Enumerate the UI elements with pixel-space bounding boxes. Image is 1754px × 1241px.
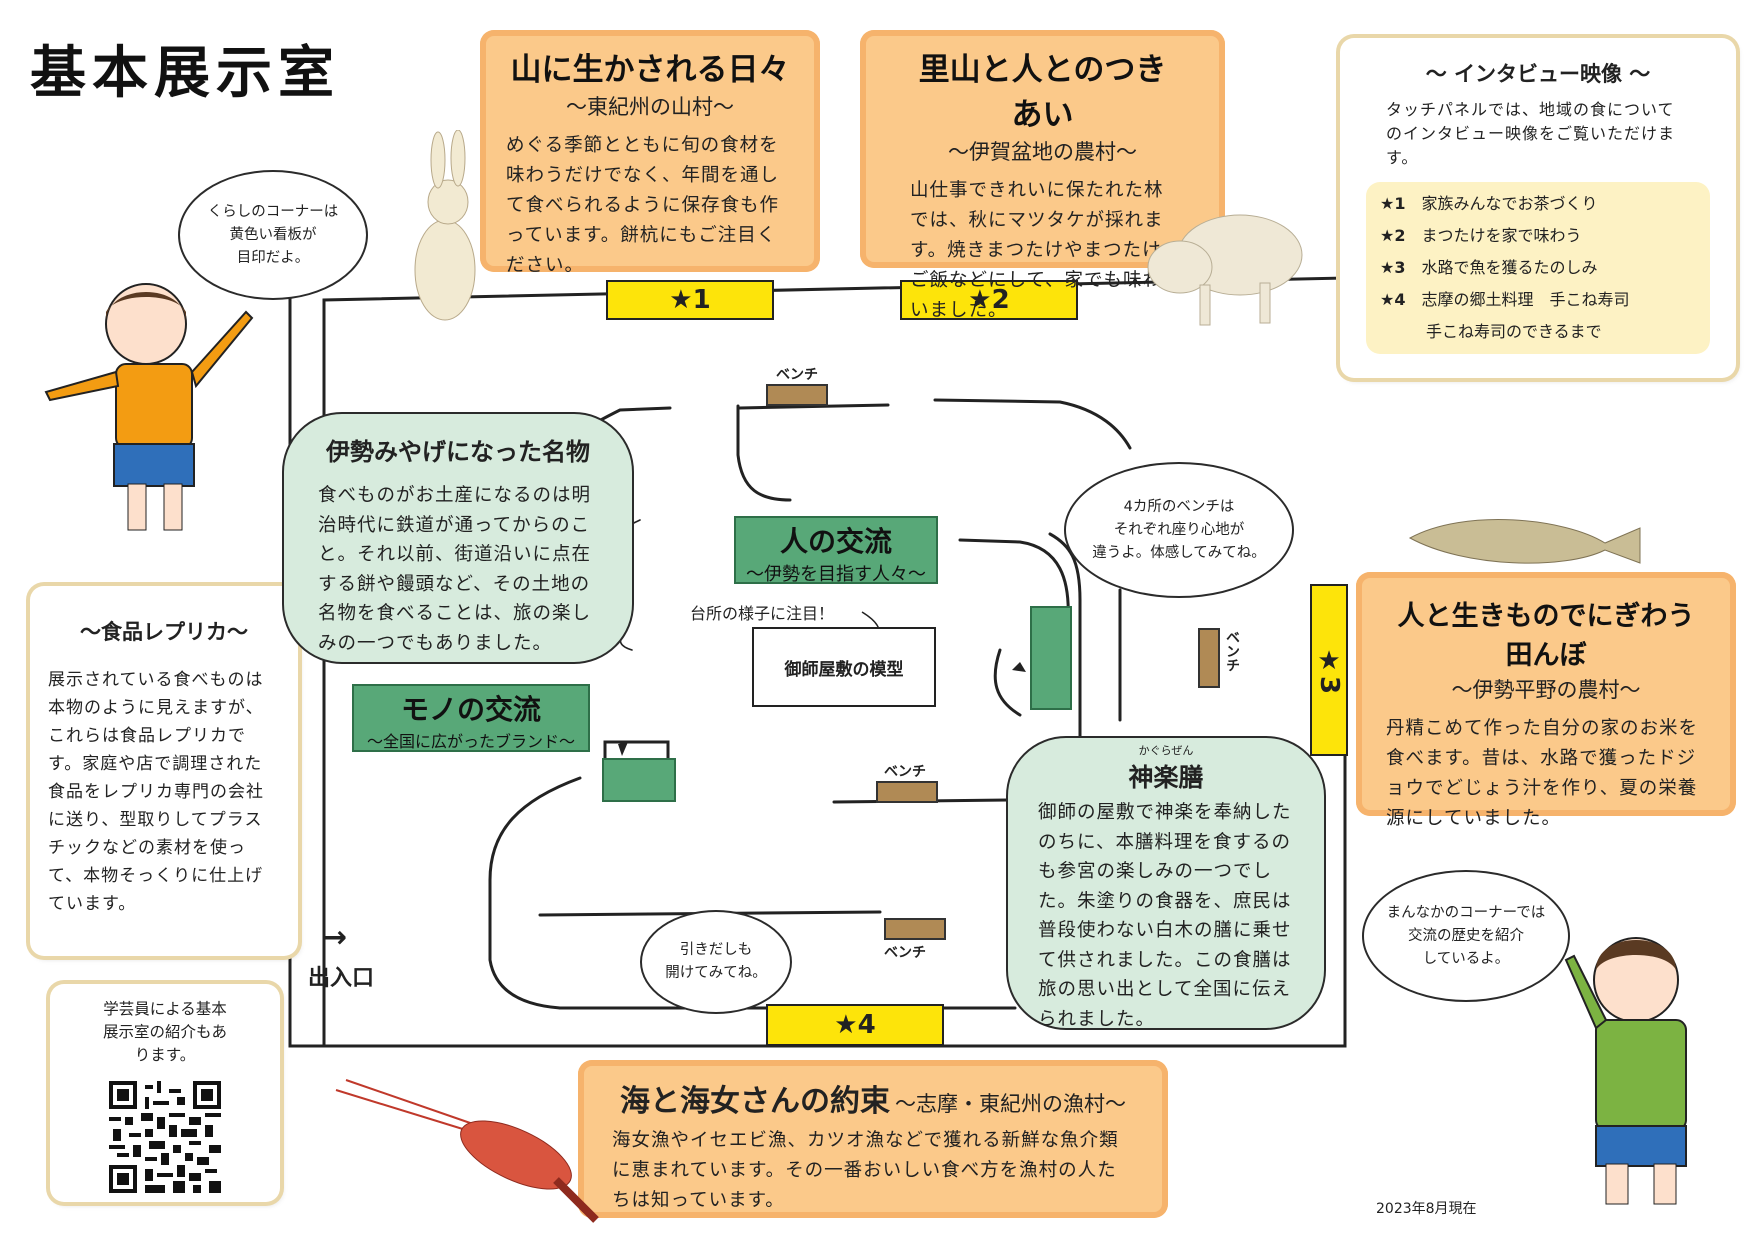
replica-card: 〜食品レプリカ〜 展示されている食べものは本物のように見えますが、これらは食品レ… — [30, 586, 298, 956]
star-2-sign: ★2 — [900, 280, 1078, 320]
star-4-sign: ★4 — [766, 1004, 944, 1046]
entrance-label: 出入口 — [308, 966, 375, 991]
display-case — [602, 758, 676, 802]
card-satoyama: 里山と人とのつきあい 〜伊賀盆地の農村〜 山仕事できれいに保たれた林では、秋にマ… — [860, 30, 1225, 321]
boy-character-icon — [1564, 937, 1687, 1205]
star-3-sign: ★3 — [1310, 584, 1348, 756]
star-1-sign: ★1 — [606, 280, 774, 320]
goods-exchange-label: モノの交流 〜全国に広がったブランド〜 — [352, 684, 590, 752]
speech-bench: 4カ所のベンチは それぞれ座り心地が 違うよ。体感してみてね。 — [1064, 462, 1294, 598]
rabbit-icon — [414, 130, 476, 321]
bench-label: ベンチ — [884, 764, 926, 780]
bench-label: ベンチ — [884, 945, 926, 961]
list-item: ★2 まつたけを家で味わう — [1380, 226, 1582, 245]
date-note: 2023年8月現在 — [1376, 1201, 1477, 1217]
speech-drawer: 引きだしも 開けてみてね。 — [640, 910, 792, 1014]
interview-list: ★1 家族みんなでお茶づくり ★2 まつたけを家で味わう ★3 水路で魚を獲るた… — [1380, 188, 1696, 348]
model-note: 台所の様子に注目！ — [690, 604, 835, 623]
list-item: 手こね寿司のできるまで — [1426, 322, 1602, 341]
bench-label: ベンチ — [776, 367, 818, 383]
bench — [1198, 628, 1220, 688]
card-mountain: 山に生かされる日々 〜東紀州の山村〜 めぐる季節とともに旬の食材を味わうだけでな… — [480, 30, 820, 276]
people-exchange-label: 人の交流 〜伊勢を目指す人々〜 — [734, 516, 938, 585]
model-box: 御師屋敷の模型 — [752, 627, 936, 707]
girl-character-icon — [44, 283, 254, 531]
list-item: ★4 志摩の郷土料理 手こね寿司 — [1380, 290, 1630, 309]
boar-icon — [1147, 214, 1303, 326]
card-ricefield: 人と生きものでにぎわう田んぼ 〜伊勢平野の農村〜 丹精こめて作った自分の家のお米… — [1356, 572, 1736, 829]
speech-center: まんなかのコーナーでは 交流の歴史を紹介 しているよ。 — [1362, 870, 1570, 1002]
display-case — [1030, 606, 1072, 710]
qr-card: 学芸員による基本展示室の紹介もあります。 — [50, 984, 280, 1202]
page-title: 基本展示室 — [30, 41, 340, 106]
card-sea: 海と海女さんの約束 〜志摩・東紀州の漁村〜 海女漁やイセエビ漁、カツオ漁などで獲… — [578, 1060, 1168, 1218]
bench — [766, 384, 828, 406]
ise-souvenir-card: 伊勢みやげになった名物 食べものがお土産になるのは明治時代に鉄道が通ってからのこ… — [282, 412, 634, 664]
kagura-card: かぐらぜん 神楽膳 御師の屋敷で神楽を奉納したのちに、本膳料理を食するのも参宮の… — [1006, 736, 1326, 1030]
interview-card: 〜 インタビュー映像 〜 タッチパネルでは、地域の食についてのインタビュー映像を… — [1340, 38, 1736, 378]
loach-icon — [1408, 519, 1641, 564]
entrance-arrow-icon: → — [322, 920, 348, 955]
bench-label: ベンチ — [1224, 630, 1240, 672]
list-item: ★1 家族みんなでお茶づくり — [1380, 194, 1598, 213]
qr-code-icon[interactable] — [109, 1081, 221, 1193]
list-item: ★3 水路で魚を獲るたのしみ — [1380, 258, 1598, 277]
lobster-icon — [335, 1079, 599, 1223]
bench — [876, 781, 938, 803]
bench — [884, 918, 946, 940]
speech-kurashi: くらしのコーナーは 黄色い看板が 目印だよ。 — [178, 170, 368, 300]
